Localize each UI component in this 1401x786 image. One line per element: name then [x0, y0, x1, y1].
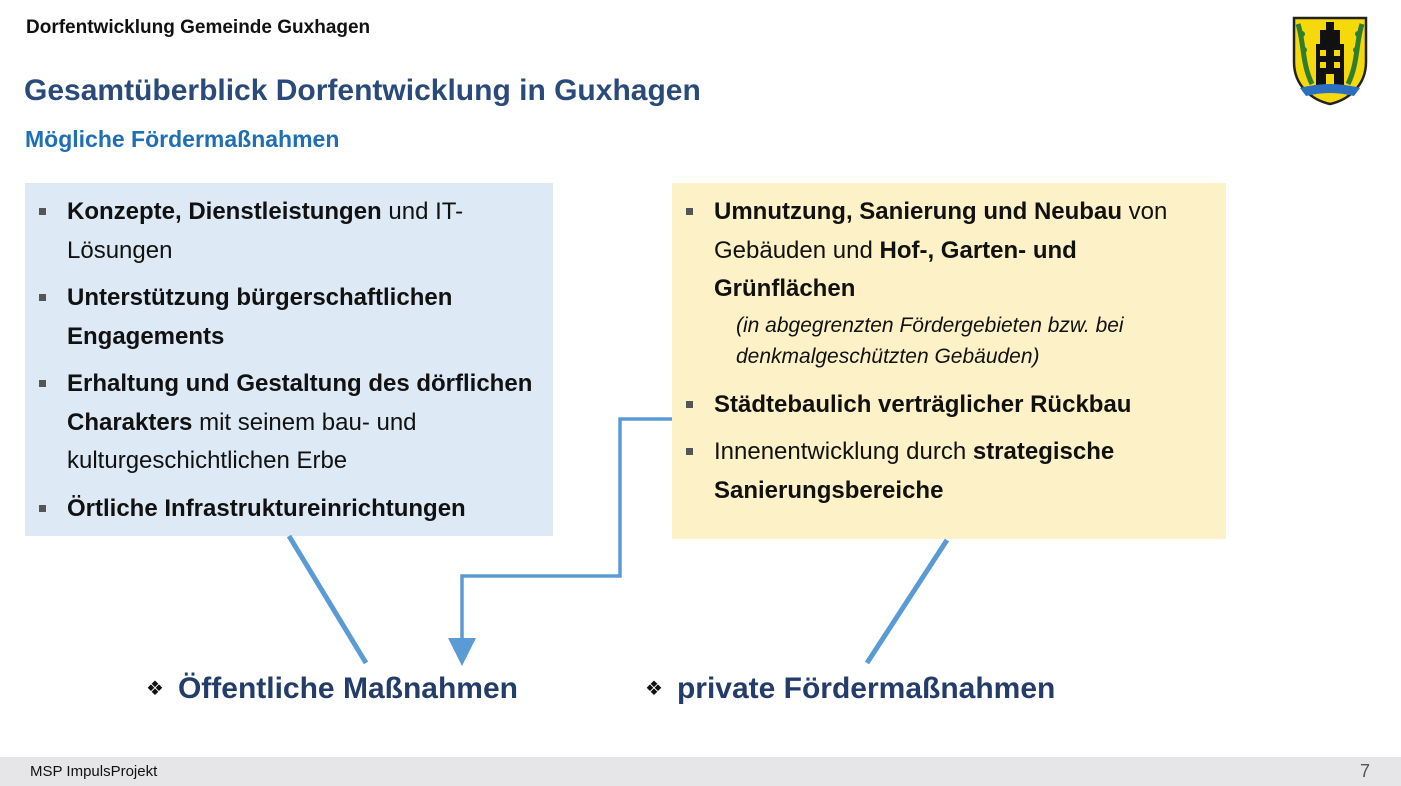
diamond-bullet-icon: ❖ — [146, 678, 164, 700]
list-item: Unterstützung bürgerschaftlichen Engagem… — [37, 279, 533, 356]
square-bullet-icon — [39, 294, 46, 301]
page-subtitle: Mögliche Fördermaßnahmen — [25, 126, 340, 152]
square-bullet-icon — [39, 504, 46, 512]
diamond-bullet-icon: ❖ — [645, 678, 663, 700]
funding-note: (in abgegrenzten Fördergebieten bzw. bei… — [736, 313, 1124, 368]
square-bullet-icon — [686, 448, 693, 455]
footer-bar: MSP ImpulsProjekt 7 — [0, 757, 1401, 786]
footer-project-name: MSP ImpulsProjekt — [30, 763, 158, 780]
public-measures-box: Konzepte, Dienstleistungen und IT-Lösung… — [25, 183, 553, 536]
result-private-measures: ❖private Fördermaßnahmen — [645, 672, 1056, 705]
list-item: Örtliche Infrastruktureinrichtungen — [37, 490, 533, 529]
list-item: Umnutzung, Sanierung und Neubau von Gebä… — [684, 193, 1212, 309]
list-item: Städtebaulich verträglicher Rückbau — [684, 386, 1212, 425]
list-item: Innenentwicklung durch strategische Sani… — [684, 433, 1212, 510]
square-bullet-icon — [686, 208, 693, 215]
result-public-measures: ❖Öffentliche Maßnahmen — [146, 672, 518, 705]
page-title: Gesamtüberblick Dorfentwicklung in Guxha… — [24, 74, 701, 107]
private-connector-line — [864, 538, 950, 665]
organization-header: Dorfentwicklung Gemeinde Guxhagen — [26, 17, 371, 38]
coat-of-arms-icon — [1292, 16, 1368, 106]
list-item: Erhaltung und Gestaltung des dörflichen … — [37, 365, 533, 481]
private-measures-box: Umnutzung, Sanierung und Neubau von Gebä… — [672, 183, 1226, 539]
public-connector-line — [286, 534, 369, 665]
list-item: Konzepte, Dienstleistungen und IT-Lösung… — [37, 193, 533, 270]
square-bullet-icon — [686, 400, 693, 408]
square-bullet-icon — [39, 380, 46, 387]
square-bullet-icon — [39, 208, 46, 215]
page-number: 7 — [1359, 761, 1370, 781]
